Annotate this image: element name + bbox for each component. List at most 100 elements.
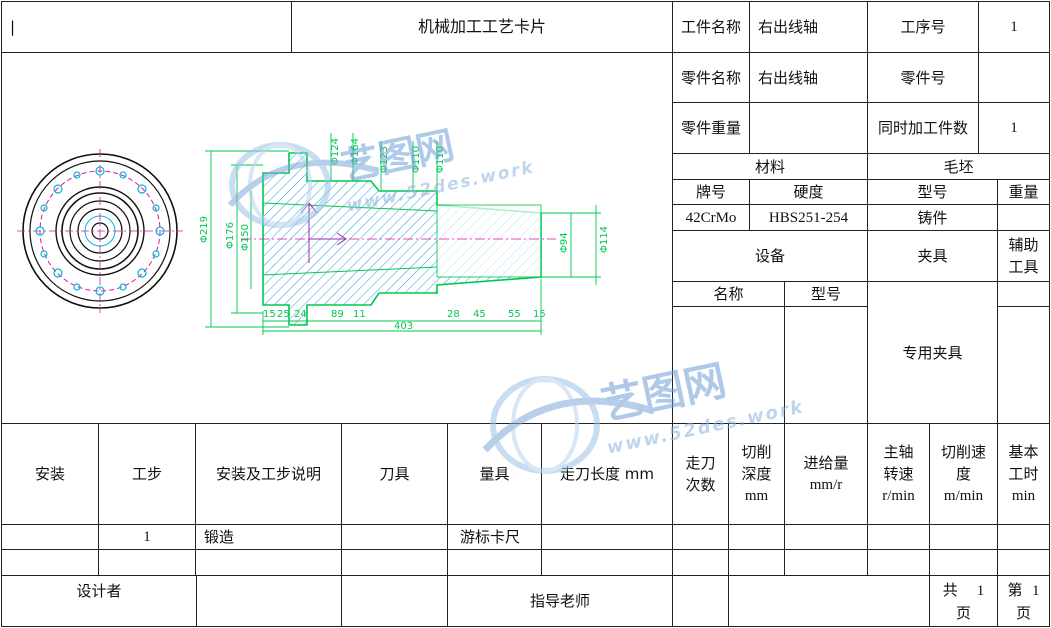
- workpiece-name-label: 工件名称: [672, 1, 750, 53]
- aux-tool-value: [997, 306, 1050, 424]
- title-cursor-cell[interactable]: |: [1, 1, 292, 53]
- empty-row-cell[interactable]: [195, 549, 342, 576]
- step-row-description[interactable]: 锻造: [195, 524, 342, 550]
- page-suffix: 页: [1015, 603, 1031, 622]
- col-depth: 切削深度 mm: [728, 423, 785, 525]
- dim-label: 403: [394, 321, 413, 332]
- empty-row-cell[interactable]: [1, 549, 99, 576]
- part-no-value: [978, 52, 1050, 103]
- dim-label: 11: [353, 309, 366, 320]
- empty-row-cell[interactable]: [447, 549, 542, 576]
- step-row-gauge[interactable]: 游标卡尺: [447, 524, 542, 550]
- hardness-value: HBS251-254: [749, 204, 868, 231]
- grade-value: 42CrMo: [672, 204, 750, 231]
- page-number: 第 1 页: [997, 575, 1050, 627]
- bolt-holes: [35, 166, 165, 296]
- col-base-time-label: 基本工时: [1008, 443, 1039, 483]
- dim-label: Φ150: [240, 224, 251, 251]
- equipment-model-value: [784, 306, 868, 424]
- col-cut-speed-unit: m/min: [943, 488, 984, 504]
- total-pages: 共 1 页: [929, 575, 998, 627]
- fixture-label: 夹具: [867, 230, 998, 282]
- step-row-depth[interactable]: [728, 524, 785, 550]
- total-pages-suffix: 页: [955, 603, 971, 622]
- dim-label: Φ176: [225, 222, 236, 249]
- page-prefix: 第: [1007, 580, 1023, 599]
- designer-label-text: 设计者: [76, 582, 122, 600]
- col-spindle-unit: r/min: [882, 488, 915, 504]
- empty-row-cell[interactable]: [672, 549, 729, 576]
- total-pages-line: 共 1: [943, 579, 985, 602]
- step-row-length[interactable]: [541, 524, 673, 550]
- empty-row-cell[interactable]: [784, 549, 868, 576]
- step-row-cutter[interactable]: [341, 524, 448, 550]
- dim-label: 24: [294, 309, 307, 320]
- empty-row-cell[interactable]: [341, 549, 448, 576]
- col-depth-unit: mm: [744, 488, 769, 504]
- col-cut-speed: 切削速度 m/min: [929, 423, 998, 525]
- col-feed-label: 进给量: [803, 454, 849, 472]
- col-install: 安装: [1, 423, 99, 525]
- dim-label: Φ94: [559, 232, 570, 253]
- col-feed: 进给量 mm/r: [784, 423, 868, 525]
- diameter-labels: Φ219 Φ176 Φ150 Φ124 Φ164 Φ123 Φ110 Φ110 …: [199, 138, 610, 253]
- aux-tool-value-top: [997, 281, 1050, 307]
- step-row-base-time[interactable]: [997, 524, 1050, 550]
- dim-label: Φ124: [330, 138, 341, 165]
- grade-label: 牌号: [672, 179, 750, 205]
- col-description: 安装及工步说明: [195, 423, 342, 525]
- empty-row-cell[interactable]: [929, 549, 998, 576]
- dim-label: Φ114: [599, 226, 610, 253]
- step-row-step[interactable]: 1: [98, 524, 196, 550]
- page-number-line: 第 1: [1007, 579, 1039, 602]
- empty-row-cell[interactable]: [997, 549, 1050, 576]
- col-length: 走刀长度 mm: [541, 423, 673, 525]
- blank-label: 毛坯: [867, 153, 1050, 180]
- weight-label: 重量: [997, 179, 1050, 205]
- col-cutter: 刀具: [341, 423, 448, 525]
- type-label: 型号: [867, 179, 998, 205]
- simultaneous-value: 1: [978, 102, 1050, 154]
- empty-row-cell[interactable]: [541, 549, 673, 576]
- part-drawing: Φ219 Φ176 Φ150 Φ124 Φ164 Φ123 Φ110 Φ110 …: [1, 53, 673, 423]
- end-view: [17, 149, 183, 313]
- part-weight-label: 零件重量: [672, 102, 750, 154]
- total-pages-prefix: 共: [942, 580, 958, 599]
- step-row-cut-speed[interactable]: [929, 524, 998, 550]
- equipment-model-label: 型号: [784, 281, 868, 307]
- dim-label: 89: [331, 309, 344, 320]
- process-no-label: 工序号: [867, 1, 979, 53]
- page-value: 1: [1032, 582, 1040, 599]
- step-row-feed[interactable]: [784, 524, 868, 550]
- empty-row-cell[interactable]: [867, 549, 930, 576]
- col-feed-unit: mm/r: [809, 477, 843, 493]
- part-name-label: 零件名称: [672, 52, 750, 103]
- part-no-label: 零件号: [867, 52, 979, 103]
- dim-label: 15: [263, 309, 276, 320]
- empty-row-cell[interactable]: [728, 549, 785, 576]
- footer-blank[interactable]: [341, 575, 448, 627]
- step-row-spindle[interactable]: [867, 524, 930, 550]
- dim-label: 45: [473, 309, 486, 320]
- col-depth-label: 切削深度: [741, 443, 772, 483]
- col-gauge: 量具: [447, 423, 542, 525]
- footer-blank-2[interactable]: [728, 575, 930, 627]
- col-spindle: 主轴转速 r/min: [867, 423, 930, 525]
- col-step: 工步: [98, 423, 196, 525]
- text-cursor: |: [10, 18, 16, 36]
- dim-label: Φ123: [379, 146, 390, 173]
- step-row-install[interactable]: [1, 524, 99, 550]
- empty-row-cell[interactable]: [98, 549, 196, 576]
- col-spindle-label: 主轴转速: [883, 443, 914, 483]
- total-pages-value: 1: [976, 582, 985, 599]
- hardness-label: 硬度: [749, 179, 868, 205]
- dim-label: 55: [508, 309, 521, 320]
- part-weight-value: [749, 102, 868, 154]
- advisor-value[interactable]: [672, 575, 729, 627]
- dim-label: Φ164: [350, 138, 361, 165]
- equipment-name-label: 名称: [672, 281, 785, 307]
- equipment-label: 设备: [672, 230, 868, 282]
- step-row-passes[interactable]: [672, 524, 729, 550]
- designer-value[interactable]: [196, 575, 342, 627]
- dim-label: 15: [533, 309, 546, 320]
